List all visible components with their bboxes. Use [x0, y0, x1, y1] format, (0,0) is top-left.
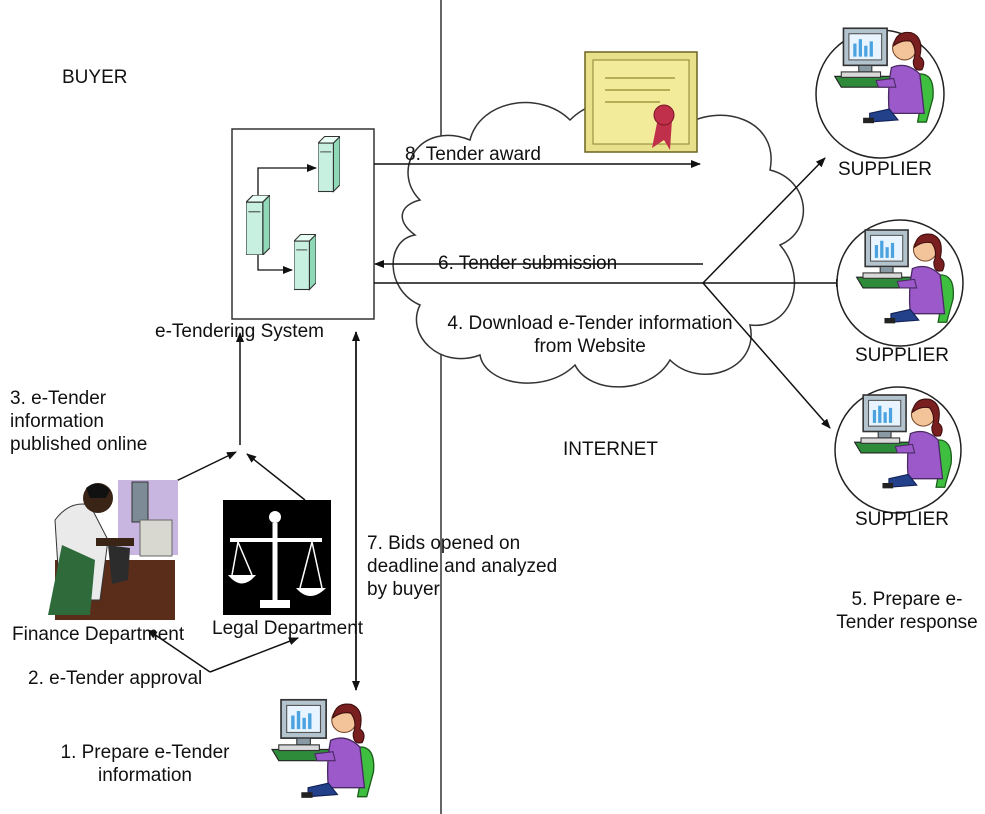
- step-4-line-2: from Website: [534, 336, 646, 357]
- step-3-line-2: information: [10, 411, 104, 432]
- supplier-1-label: SUPPLIER: [838, 159, 932, 180]
- server-icon: [246, 195, 270, 255]
- step-7-line-2: deadline and analyzed: [367, 556, 558, 577]
- step-7-line-1: 7. Bids opened on: [367, 533, 521, 554]
- step-5-line-2: Tender response: [836, 612, 978, 633]
- step-8-label: 8. Tender award: [405, 144, 541, 165]
- supplier-2-label: SUPPLIER: [855, 345, 949, 366]
- finance-department-icon: [48, 480, 178, 620]
- step-7-label: 7. Bids opened on deadline and analyzed …: [367, 532, 557, 601]
- step-5-label: 5. Prepare e- Tender response: [822, 588, 985, 634]
- step-4-line-1: 4. Download e-Tender information: [447, 313, 733, 334]
- finance-department-label: Finance Department: [12, 624, 185, 645]
- supplier-2: [836, 219, 964, 347]
- to-supplier-1-arrow: [702, 157, 826, 284]
- buyer-label: BUYER: [62, 67, 128, 88]
- system-label: e-Tendering System: [155, 321, 324, 342]
- legal-department-icon: [223, 500, 331, 615]
- step-7-line-3: by buyer: [367, 579, 440, 600]
- step-5-line-1: 5. Prepare e-: [851, 589, 963, 610]
- internet-cloud: [392, 98, 805, 388]
- certificate-icon: [584, 51, 698, 153]
- step-4-label: 4. Download e-Tender information from We…: [420, 312, 760, 358]
- e-tendering-system-box: [231, 128, 375, 320]
- step-2-label: 2. e-Tender approval: [28, 668, 203, 689]
- supplier-3-label: SUPPLIER: [855, 509, 949, 530]
- approval-to-legal-arrow: [209, 637, 299, 673]
- buyer-person-icon: [271, 698, 375, 799]
- to-supplier-3-arrow: [702, 282, 831, 429]
- legal-to-publish-arrow: [246, 453, 306, 501]
- supplier-3: [834, 386, 962, 514]
- step-3-line-1: 3. e-Tender: [10, 388, 107, 409]
- approval-to-finance-arrow: [147, 629, 211, 673]
- step-1-line-1: 1. Prepare e-Tender: [60, 742, 230, 763]
- internet-label: INTERNET: [563, 439, 658, 460]
- legal-department-label: Legal Department: [212, 618, 364, 639]
- supplier-1: [815, 27, 945, 159]
- step-6-label: 6. Tender submission: [438, 253, 618, 274]
- server-icon: [318, 135, 340, 193]
- step-3-label: 3. e-Tender information published online: [10, 387, 147, 456]
- server-icon: [294, 233, 316, 291]
- finance-to-publish-arrow: [167, 451, 237, 486]
- step-1-line-2: information: [98, 765, 192, 786]
- step-3-line-3: published online: [10, 434, 148, 455]
- step-1-label: 1. Prepare e-Tender information: [30, 741, 260, 787]
